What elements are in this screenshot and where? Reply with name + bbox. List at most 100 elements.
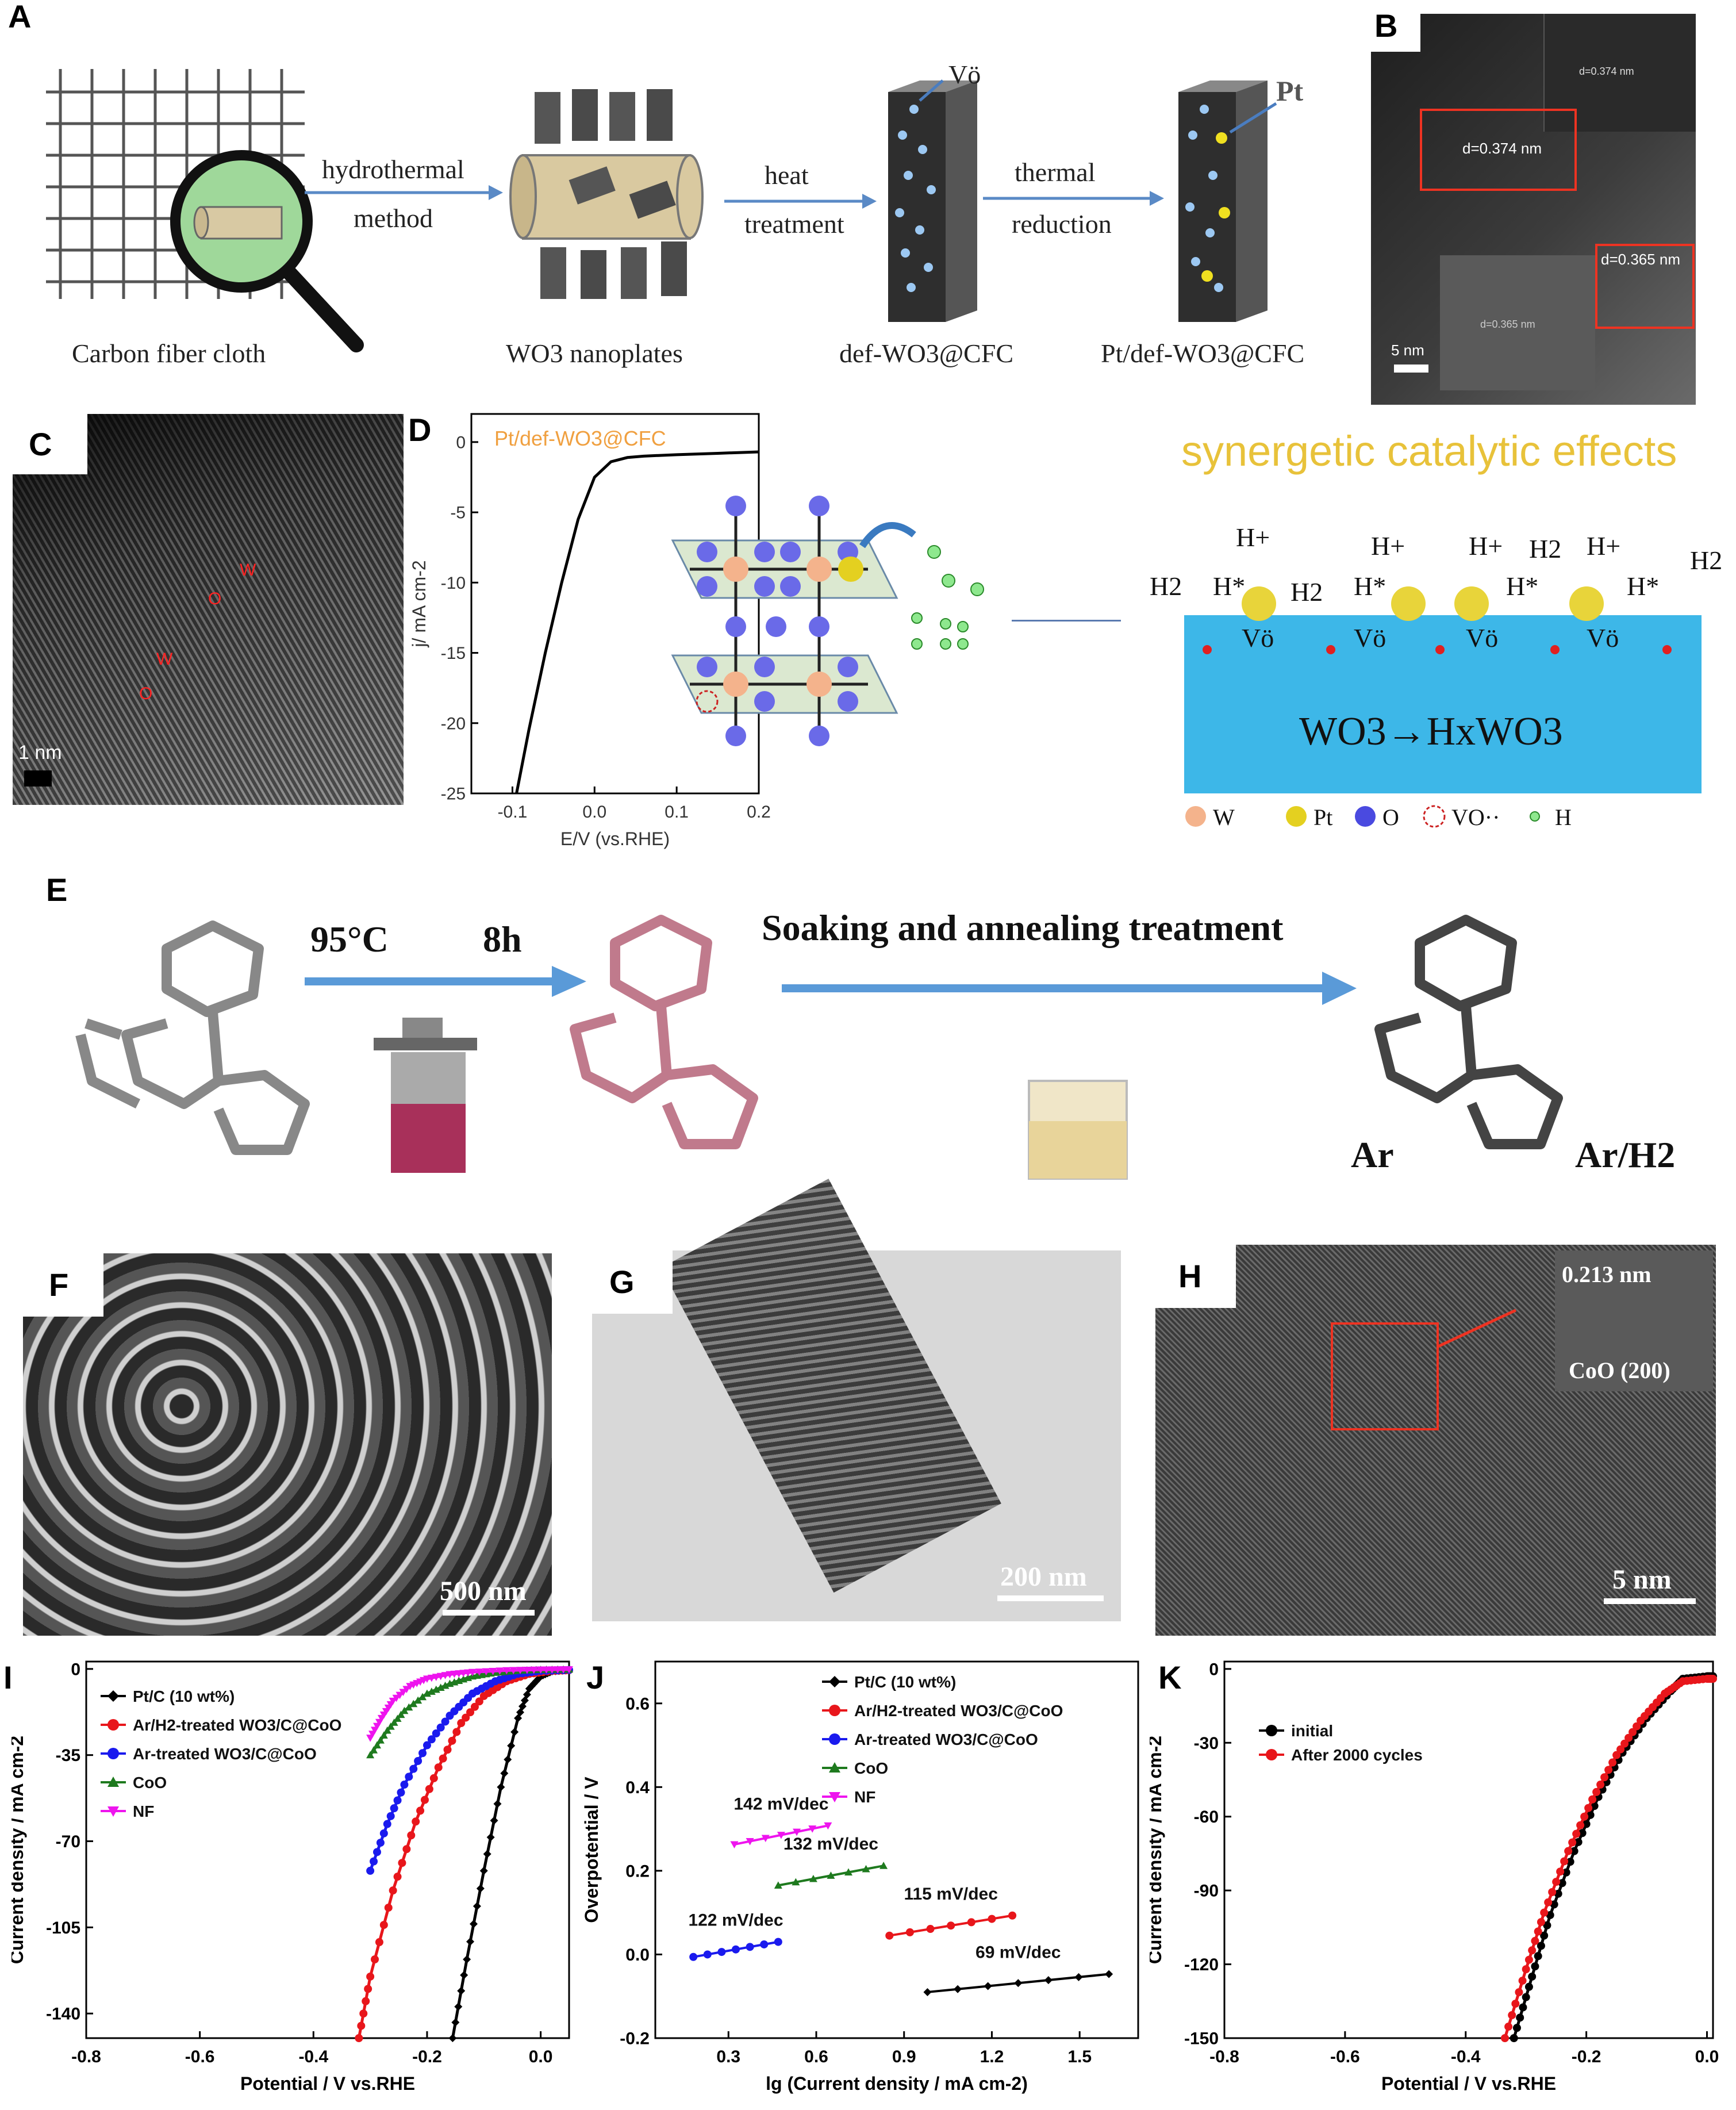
plot-frame: [654, 1660, 1139, 2039]
data-point: [1612, 1751, 1621, 1759]
plot-frame: [470, 413, 760, 795]
data-point: [1074, 1973, 1083, 1981]
plot-frame: [1223, 1660, 1714, 2039]
data-point: [518, 1702, 527, 1710]
data-point: [475, 1668, 483, 1676]
data-point: [1552, 1878, 1561, 1886]
data-point: [393, 1714, 402, 1722]
d-legend: W Pt O VO·· H: [1185, 804, 1572, 828]
data-point: [984, 1982, 992, 1990]
data-point: [409, 1699, 418, 1708]
svg-text:Pt/def-WO3@CFC: Pt/def-WO3@CFC: [1101, 339, 1304, 368]
panel-i-label: I: [3, 1659, 13, 1695]
data-point: [1556, 1867, 1565, 1876]
data-point: [1540, 1908, 1549, 1917]
data-point: [383, 1820, 391, 1828]
data-point: [1518, 1977, 1527, 1985]
data-point: [423, 1675, 431, 1683]
svg-text:Vö: Vö: [1354, 623, 1386, 653]
data-point: [482, 1668, 490, 1676]
data-point: [497, 1783, 505, 1791]
legend-label: initial: [1291, 1722, 1333, 1740]
data-point: [507, 1741, 516, 1750]
data-point: [436, 1723, 445, 1732]
data-point: [399, 1689, 408, 1697]
data-point: [393, 1796, 402, 1805]
y-tick-label: 0.0: [625, 1946, 650, 1965]
data-point: [420, 1796, 429, 1804]
x-tick-label: -0.8: [71, 2047, 101, 2066]
legend-label: Ar/H2-treated WO3/C@CoO: [854, 1702, 1063, 1720]
svg-text:H+: H+: [1587, 531, 1620, 561]
f-scale-bar: [443, 1610, 535, 1616]
b-scale-label: 5 nm: [1391, 342, 1424, 359]
y-tick-label: 0: [456, 433, 466, 452]
data-point: [548, 1666, 556, 1674]
data-point: [1596, 1781, 1605, 1789]
series-line-0: [515, 450, 759, 794]
data-point: [1564, 1847, 1573, 1855]
data-point: [689, 1952, 698, 1961]
x-tick-label: -0.4: [1451, 2047, 1481, 2066]
c-o-mark-2: O: [139, 684, 153, 703]
data-point: [376, 1736, 385, 1744]
x-tick-label: 0.1: [665, 803, 689, 822]
y-tick-label: -0.2: [620, 2030, 650, 2048]
data-point: [761, 1835, 770, 1843]
data-point: [923, 1988, 932, 1996]
data-point: [1620, 1739, 1629, 1748]
data-point: [967, 1918, 975, 1927]
x-axis-label: Potential / V vs.RHE: [1381, 2073, 1556, 2094]
y-tick-label: -5: [450, 504, 466, 523]
d-structure-inset: [655, 489, 1023, 753]
svg-text:Pt: Pt: [1276, 75, 1304, 107]
data-point: [529, 1679, 538, 1688]
data-point: [1537, 1918, 1545, 1927]
data-point: [1511, 2000, 1520, 2008]
panel-b-hrtem-image: B d=0.374 nm d=0.374 nm d=0.365 nm d=0.3…: [1371, 14, 1696, 405]
y-tick-label: -20: [441, 714, 466, 733]
data-point: [1629, 1728, 1637, 1736]
h-scale-label: 5 nm: [1612, 1564, 1672, 1595]
svg-text:H*: H*: [1506, 571, 1538, 601]
y-tick-label: -70: [56, 1832, 80, 1851]
data-point: [470, 1702, 479, 1711]
data-point: [1608, 1758, 1617, 1767]
x-tick-label: -0.6: [185, 2047, 215, 2066]
data-point: [393, 1873, 402, 1881]
data-point: [412, 1817, 420, 1826]
x-tick-label: -0.4: [298, 2047, 328, 2066]
svg-text:H2: H2: [1291, 577, 1323, 607]
panel-h-label: H: [1155, 1245, 1236, 1308]
data-point: [1558, 1879, 1566, 1888]
data-point: [1531, 1936, 1539, 1945]
legend-marker: [1266, 1749, 1277, 1760]
svg-text:thermal: thermal: [1015, 158, 1096, 187]
data-point: [1633, 1722, 1641, 1731]
data-point: [717, 1948, 726, 1956]
svg-text:treatment: treatment: [744, 209, 844, 239]
panel-a-label: A: [8, 0, 32, 34]
data-point: [414, 1756, 423, 1765]
y-tick-label: -10: [441, 574, 466, 593]
data-point: [407, 1831, 416, 1840]
data-point: [355, 2034, 363, 2042]
y-tick-label: -120: [1184, 1955, 1219, 1974]
data-point: [457, 1719, 466, 1728]
data-point: [523, 1667, 531, 1674]
data-point: [454, 2002, 463, 2011]
h-inset: 0.213 nm CoO (200): [1555, 1250, 1713, 1391]
data-point: [400, 1781, 409, 1789]
svg-text:Vö: Vö: [1242, 623, 1274, 653]
data-point: [559, 1666, 568, 1674]
data-point: [1548, 1888, 1557, 1896]
panel-e-schematic: 95°C 8h Soaking and annealing treatment …: [75, 907, 1675, 1180]
data-point: [1543, 1921, 1551, 1929]
data-point: [1562, 1868, 1570, 1877]
legend-label: CoO: [854, 1759, 888, 1777]
panel-e-label: E: [46, 872, 68, 908]
data-point: [926, 1925, 935, 1933]
black-molecule-icon: [1374, 915, 1563, 1149]
